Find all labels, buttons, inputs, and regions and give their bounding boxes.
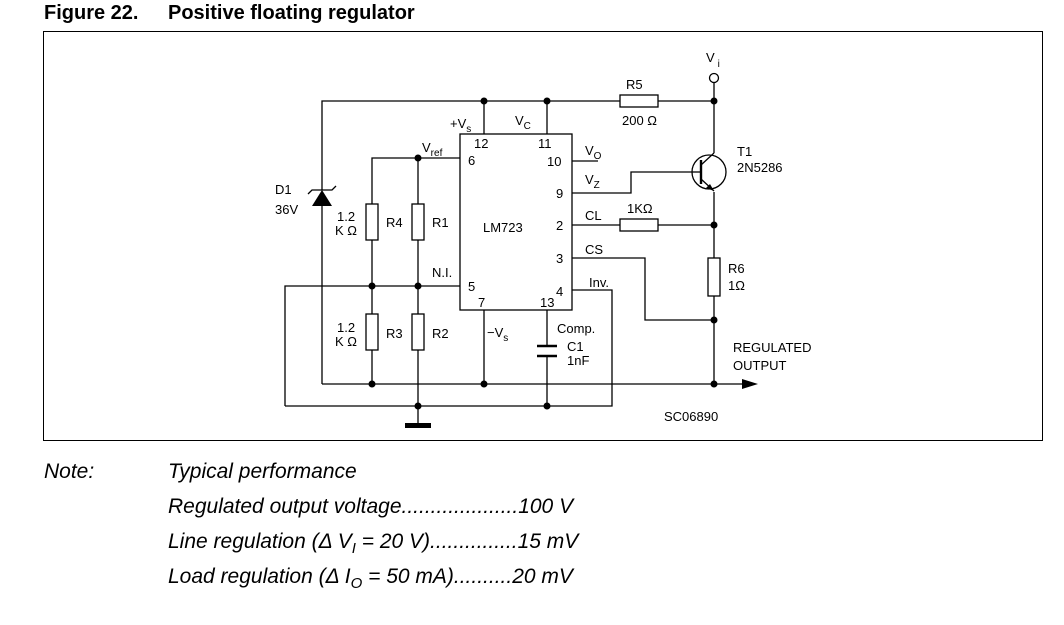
transistor-t1-icon xyxy=(691,142,727,192)
figure-frame xyxy=(43,31,1043,441)
label-r1: R1 xyxy=(432,215,449,230)
label-r5: R5 xyxy=(626,77,643,92)
pin-2: 2 xyxy=(556,218,563,233)
label-inv: Inv. xyxy=(589,275,609,290)
pin-7: 7 xyxy=(478,295,485,310)
label-d1-value: 36V xyxy=(275,202,298,217)
label-r4: R4 xyxy=(386,215,403,230)
chip-label: LM723 xyxy=(483,220,523,235)
figure-number: Figure 22. xyxy=(44,2,139,24)
ground-icon xyxy=(405,423,431,428)
pin-12: 12 xyxy=(474,136,488,151)
label-vz: VZ xyxy=(585,172,600,191)
pin-4: 4 xyxy=(556,284,563,299)
label-r5-value: 200 Ω xyxy=(622,113,657,128)
lm723-chip xyxy=(459,133,573,311)
label-r-cl-value: 1KΩ xyxy=(627,201,653,216)
label-r6: R6 xyxy=(728,261,745,276)
label-r4-value-2: K Ω xyxy=(335,223,357,238)
label-t1: T1 xyxy=(737,144,752,159)
label-r3-value-1: 1.2 xyxy=(337,320,355,335)
label-vs-neg: −Vs xyxy=(487,325,508,344)
resistor-r4-icon xyxy=(365,203,379,241)
junction-dots xyxy=(368,97,718,410)
label-comp: Comp. xyxy=(557,321,595,336)
zener-diode-d1-icon xyxy=(307,185,337,212)
resistor-r2-icon xyxy=(411,313,425,351)
label-r2: R2 xyxy=(432,326,449,341)
wires xyxy=(284,82,750,424)
resistor-r6-icon xyxy=(707,257,721,297)
label-cs: CS xyxy=(585,242,603,257)
pin-3: 3 xyxy=(556,251,563,266)
supply-terminal-icon xyxy=(708,72,720,84)
label-r3-value-2: K Ω xyxy=(335,334,357,349)
figure-title: Figure 22. Positive floating regulator xyxy=(44,2,415,25)
label-r6-value: 1Ω xyxy=(728,278,745,293)
capacitor-c1-icon xyxy=(537,344,557,358)
label-t1-part: 2N5286 xyxy=(737,160,783,175)
drawing-code: SC06890 xyxy=(664,409,718,424)
label-vref: Vref xyxy=(422,140,443,159)
note-label: Note: xyxy=(44,460,95,483)
label-c1-value: 1nF xyxy=(567,353,589,368)
label-output-1: REGULATED xyxy=(733,340,812,355)
label-vc: VC xyxy=(515,113,531,132)
note-heading: Typical performance xyxy=(168,460,357,483)
label-d1: D1 xyxy=(275,182,292,197)
label-cl: CL xyxy=(585,208,602,223)
resistor-cl-icon xyxy=(619,218,659,232)
label-r3: R3 xyxy=(386,326,403,341)
pin-9: 9 xyxy=(556,186,563,201)
pin-6: 6 xyxy=(468,153,475,168)
label-r4-value-1: 1.2 xyxy=(337,209,355,224)
output-arrow-icon xyxy=(742,379,758,389)
label-c1: C1 xyxy=(567,339,584,354)
note-line-1: Regulated output voltage................… xyxy=(168,495,574,518)
label-ni: N.I. xyxy=(432,265,452,280)
note-line-2: Line regulation (Δ VI = 20 V)...........… xyxy=(168,530,579,558)
note-line-3: Load regulation (Δ IO = 50 mA)..........… xyxy=(168,565,573,593)
pin-11: 11 xyxy=(538,136,552,151)
resistor-r3-icon xyxy=(365,313,379,351)
resistor-r1-icon xyxy=(411,203,425,241)
pin-13: 13 xyxy=(540,295,554,310)
label-vs-pos: +Vs xyxy=(450,116,471,135)
label-output-2: OUTPUT xyxy=(733,358,787,373)
pin-5: 5 xyxy=(468,279,475,294)
pin-10: 10 xyxy=(547,154,561,169)
label-vo: VO xyxy=(585,143,602,162)
figure-caption: Positive floating regulator xyxy=(168,2,415,24)
resistor-r5-icon xyxy=(619,94,659,108)
